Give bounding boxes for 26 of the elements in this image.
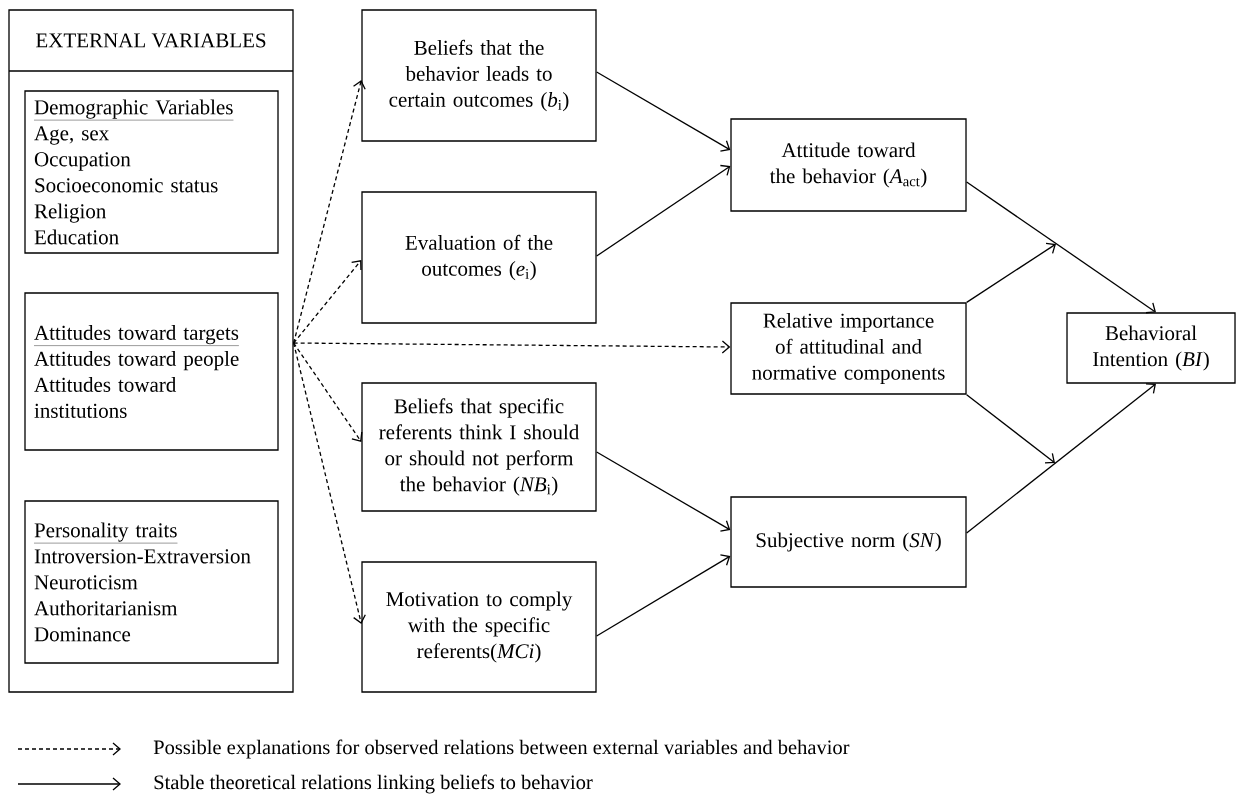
concept-box: Relative importance of attitudinal and normative components [730, 302, 967, 395]
arrow [966, 181, 1156, 314]
legend-text: Stable theoretical relations linking beliefs to behavior [154, 774, 593, 794]
dashed-arrow [293, 342, 366, 624]
variable-group-box: Attitudes toward targets Attitudes toward people Attitudes toward institutions [24, 292, 279, 451]
variable-group-box: Personality traits Introversion-Extraversion Neuroticism Authoritarianism Dominance [24, 500, 279, 664]
arrow [966, 383, 1156, 534]
dashed-arrow [293, 342, 363, 442]
concept-box: Beliefs that specific referents think I should or should not perform the behavior (NB$_{i}$) [361, 382, 597, 512]
concept-box: Attitude toward the behavior (A$_{act}$) [730, 118, 967, 212]
concept-box: Evaluation of the outcomes (e$_{i}$) [361, 191, 597, 324]
arrow [596, 554, 731, 637]
concept-box: Subjective norm (SN) [730, 496, 967, 588]
concept-box: Motivation to comply with the specific referents(MCi) [361, 561, 597, 693]
concept-box: Behavioral Intention (BI) [1066, 312, 1236, 384]
arrow [596, 164, 731, 257]
arrow [966, 242, 1056, 303]
dashed-arrow [293, 80, 366, 344]
dashed-arrow [293, 260, 362, 344]
arrow [596, 71, 731, 152]
dashed-arrow [293, 340, 731, 354]
arrow [966, 394, 1055, 464]
concept-box: Beliefs that the behavior leads to certain outcomes (b$_{i}$) [361, 9, 597, 142]
arrow [596, 451, 731, 532]
legend-text: Possible explanations for observed relations between external variables and behavior [153, 739, 850, 759]
variable-group-box: Demographic Variables Age, sex Occupation Socioeconomic status Religion Education [24, 90, 279, 254]
